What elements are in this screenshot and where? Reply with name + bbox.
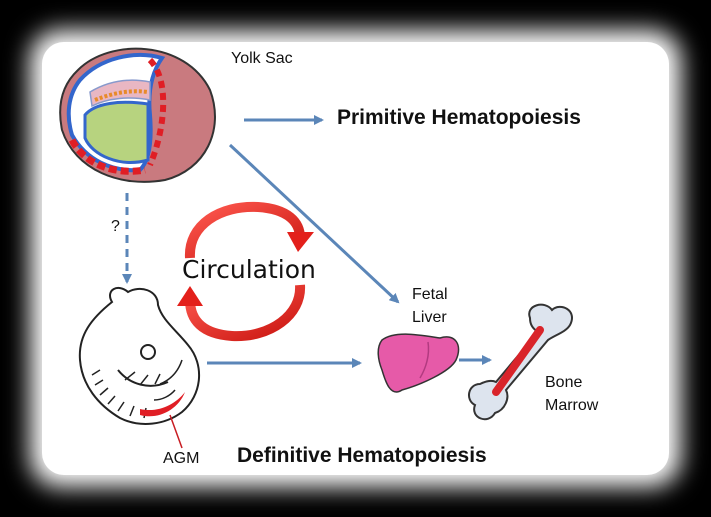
label-primitive-hematopoiesis: Primitive Hematopoiesis (337, 106, 581, 129)
label-circulation: Circulation (182, 255, 316, 284)
arrow-yolk-to-liver (228, 143, 400, 304)
liver-lobe-line (419, 341, 430, 379)
circulation-cycle (177, 201, 314, 342)
label-agm: AGM (163, 450, 200, 467)
yolk-sac-illustration (59, 47, 216, 183)
circulation-arrowhead-right (287, 232, 314, 252)
embryo-illustration (78, 287, 200, 449)
label-definitive-hematopoiesis: Definitive Hematopoiesis (237, 444, 487, 467)
label-yolk-sac: Yolk Sac (231, 50, 293, 67)
fetal-liver-illustration (377, 333, 460, 393)
label-question-mark: ? (111, 218, 120, 235)
label-marrow: Marrow (545, 397, 599, 414)
label-fetal: Fetal (412, 286, 448, 303)
circulation-arrowhead-left (177, 286, 203, 306)
bone-illustration (468, 303, 573, 421)
label-liver: Liver (412, 309, 447, 326)
label-bone: Bone (545, 374, 583, 391)
